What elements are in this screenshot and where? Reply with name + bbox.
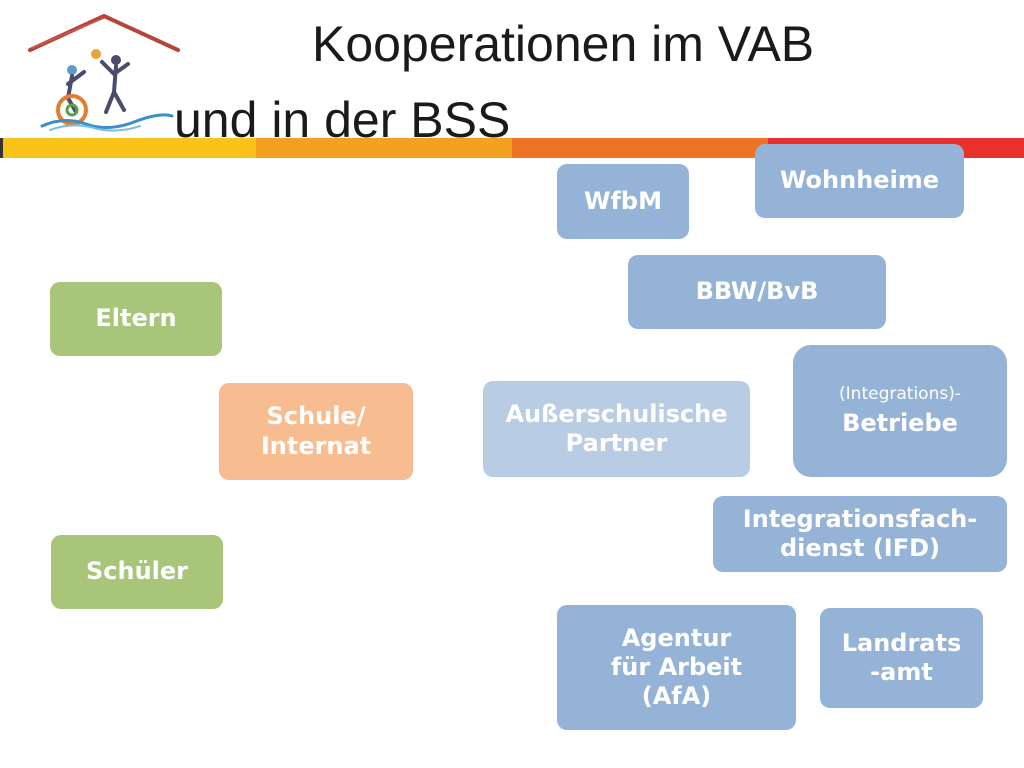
node-ifd: Integrationsfach- dienst (IFD) (713, 496, 1007, 572)
node-wohnheime: Wohnheime (755, 144, 964, 218)
node-wfbm-label: WfbM (584, 186, 662, 215)
node-schule-line-1: Schule/ (266, 402, 366, 431)
node-ausserschulische-line-2: Partner (565, 429, 668, 457)
node-eltern: Eltern (50, 282, 222, 356)
stripe-marker (0, 138, 3, 158)
node-afa-line-2: für Arbeit (610, 652, 743, 681)
stripe-yellow (0, 138, 256, 158)
node-bbw-bvb: BBW/BvB (628, 255, 886, 329)
node-schule-line-2: Internat (260, 431, 372, 460)
node-schueler: Schüler (51, 535, 223, 609)
node-ifd-line-2: dienst (IFD) (779, 534, 941, 562)
node-landratsamt-line-1: Landrats (841, 628, 962, 657)
node-integrationsbetriebe: (Integrations)- Betriebe (793, 345, 1007, 477)
school-logo (28, 14, 180, 132)
node-ausserschulische-line-1: Außerschulische (505, 399, 728, 428)
node-afa-line-1: Agentur (621, 623, 732, 652)
node-afa-line-3: (AfA) (641, 682, 712, 711)
wheelchair-icon (56, 94, 88, 126)
node-integrationsbetriebe-line-2: Betriebe (842, 408, 958, 437)
ball-icon (91, 49, 101, 59)
node-schueler-label: Schüler (85, 557, 189, 586)
node-wfbm: WfbM (557, 164, 689, 239)
node-bbw-label: BBW/BvB (695, 277, 819, 306)
slide-title-line-1: Kooperationen im VAB (312, 16, 815, 72)
stripe-orange (512, 138, 768, 158)
node-wohnheime-label: Wohnheime (779, 166, 940, 195)
node-eltern-label: Eltern (95, 304, 177, 333)
node-landratsamt-line-2: -amt (870, 658, 933, 686)
stripe-light-orange (256, 138, 512, 158)
node-ifd-line-1: Integrationsfach- (742, 504, 978, 533)
wave-icon (40, 113, 174, 129)
roof-icon (28, 14, 180, 52)
node-ausserschulische-partner: Außerschulische Partner (483, 381, 750, 477)
node-integrationsbetriebe-line-1: (Integrations)- (839, 384, 961, 404)
node-agentur-fuer-arbeit: Agentur für Arbeit (AfA) (557, 605, 796, 730)
node-schule-internat: Schule/ Internat (219, 383, 413, 480)
node-landratsamt: Landrats -amt (820, 608, 983, 708)
